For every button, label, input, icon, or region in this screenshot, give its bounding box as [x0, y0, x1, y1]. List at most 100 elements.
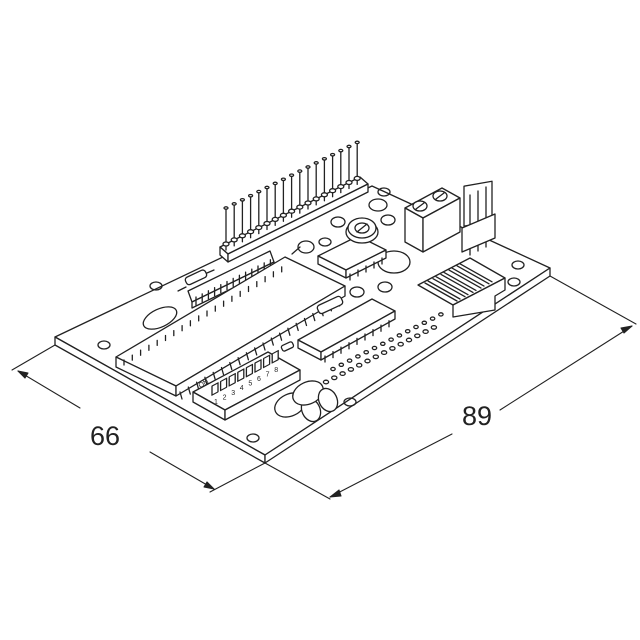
ic-pin — [229, 361, 233, 371]
solder-pad — [389, 345, 396, 351]
diode — [280, 341, 295, 352]
connector-pin — [435, 276, 469, 296]
header-pin-tip — [305, 165, 311, 169]
trimmer-potentiometer — [345, 217, 379, 244]
ic-pin — [212, 371, 216, 381]
header-pin-collar — [328, 188, 337, 194]
solder-pad — [339, 371, 346, 377]
solder-pad — [379, 341, 386, 347]
microcontroller-dip — [115, 256, 346, 400]
oval-component — [142, 306, 178, 330]
header-pin-tip — [223, 206, 229, 210]
solder-pad — [388, 337, 394, 342]
header-pin-collar — [263, 220, 271, 227]
connector-pin — [459, 263, 493, 283]
solder-pad — [331, 375, 338, 381]
solder-pad — [363, 349, 370, 355]
solder-pad — [404, 328, 411, 334]
header-pin-collar — [222, 241, 230, 247]
mounting-holes — [97, 187, 525, 443]
connector-pin — [443, 271, 477, 292]
solder-pad — [364, 358, 371, 364]
connector-pin — [456, 265, 490, 285]
header-pin-tip — [256, 189, 262, 194]
solder-pad — [421, 320, 428, 326]
dip-switch-knob — [271, 349, 279, 364]
solder-pad — [380, 350, 388, 356]
header-pin-tip — [321, 156, 328, 161]
ic-pin — [245, 352, 250, 361]
header-pin-collar — [337, 183, 345, 190]
dip-switch-knob — [211, 382, 219, 396]
dip-switch-number: 5 — [248, 381, 252, 388]
ic-pin — [179, 391, 183, 400]
dip-switch-knob — [254, 359, 262, 373]
header-pin-tip — [231, 202, 237, 206]
header-pin-tip — [280, 177, 287, 182]
screw-terminal — [404, 187, 461, 253]
header-pin-tip — [313, 161, 319, 165]
connector-pin — [451, 267, 485, 287]
pad-row — [322, 312, 444, 385]
solder-pad — [338, 362, 345, 368]
solder-pad — [438, 312, 444, 317]
solder-pad — [405, 337, 413, 343]
header-pin-collar — [287, 208, 296, 214]
barrel-capacitors — [274, 380, 339, 423]
dip-switch-knob — [237, 368, 245, 383]
dip-switch-knob — [228, 372, 236, 387]
dip-switch-number: 7 — [266, 371, 270, 378]
pin-header — [219, 140, 369, 263]
header-pin-collar — [312, 196, 320, 202]
ic-pin — [262, 342, 266, 351]
dip-switch-number: 4 — [240, 385, 244, 392]
connector-pin — [432, 278, 466, 298]
ic-pin — [237, 357, 241, 366]
solder-pad — [355, 362, 363, 368]
dimension-lines — [11, 275, 637, 500]
ic-pin — [312, 312, 316, 322]
ic-pin — [278, 332, 283, 341]
solder-pad — [322, 379, 330, 385]
connector-pin — [424, 282, 458, 302]
header-pin-tip — [264, 185, 270, 190]
ic-pin — [195, 381, 200, 390]
dip-switch-number: 2 — [223, 394, 227, 401]
header-pin-tip — [239, 197, 246, 202]
dip-switch-number: 8 — [274, 367, 278, 374]
solder-pad — [355, 354, 361, 359]
solder-pad — [429, 316, 436, 321]
solder-pad — [396, 333, 403, 338]
header-pin-collar — [255, 224, 263, 231]
solder-pad — [371, 345, 378, 351]
ic-lower — [297, 298, 396, 363]
header-pin-collar — [279, 212, 288, 218]
solder-pad — [330, 366, 336, 372]
header-pin-collar — [238, 233, 247, 239]
header-pin-collar — [296, 204, 304, 210]
solder-pad — [346, 358, 353, 363]
header-pin-tip — [297, 169, 303, 173]
dip-switch-knob — [245, 363, 254, 378]
connector-pin — [427, 280, 461, 300]
ic-pin — [220, 366, 225, 376]
solder-pad — [372, 354, 380, 360]
header-pin-collar — [353, 175, 361, 182]
small-capacitors — [316, 198, 396, 315]
ic-pin — [287, 327, 291, 336]
header-pin-tip — [288, 173, 295, 178]
ic-pin — [254, 347, 258, 356]
sip-socket-left — [187, 250, 275, 309]
depth-dimension-label: 66 — [90, 421, 120, 451]
solder-pad — [413, 324, 419, 330]
ic-upper — [317, 235, 387, 281]
header-pin-collar — [304, 200, 312, 206]
solder-pad — [347, 366, 355, 372]
header-pin-tip — [354, 140, 360, 145]
header-pin-collar — [246, 229, 255, 235]
header-pin-tip — [346, 144, 352, 149]
header-pin-tip — [329, 152, 336, 157]
dip-switch-knob — [262, 354, 271, 369]
